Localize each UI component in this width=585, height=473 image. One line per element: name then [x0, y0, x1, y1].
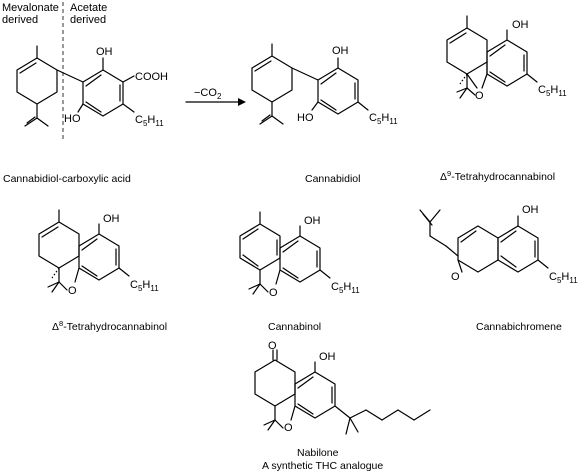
caption-nabilone: Nabilone: [297, 447, 339, 459]
cbc-o: O: [451, 271, 460, 283]
captions: Cannabidiol-carboxylic acid Cannabidiol …: [3, 169, 562, 472]
d8-o: O: [68, 285, 77, 297]
caption-cbd: Cannabidiol: [305, 173, 360, 185]
cbda-oh: OH: [96, 46, 113, 58]
caption-d8-thc: Δ8-Tetrahydrocannabinol: [52, 319, 167, 333]
acetate-label: Acetate: [70, 2, 107, 14]
structure-cbd: OH HO C5H11: [251, 43, 398, 126]
nabilone-o: O: [284, 422, 293, 434]
cbn-o: O: [269, 287, 278, 299]
d9-oh: OH: [512, 19, 529, 31]
structure-d9-thc: OH O C5H11: [446, 15, 567, 102]
cbda-pentyl: C5H11: [135, 114, 164, 128]
structure-d8-thc: OH O C5H11: [38, 209, 159, 297]
region-labels: Mevalonate derived Acetate derived: [2, 2, 107, 140]
cbc-oh: OH: [522, 204, 539, 216]
d8-oh: OH: [103, 213, 120, 225]
cbn-oh: OH: [304, 215, 321, 227]
structure-nabilone: O OH O: [254, 340, 431, 435]
acetate-derived-label: derived: [70, 14, 106, 26]
nabilone-oh: OH: [319, 351, 336, 363]
nabilone-o-ketone: O: [268, 340, 277, 352]
mevalonate-derived-label: derived: [2, 14, 38, 26]
cbn-pentyl: C5H11: [331, 281, 360, 295]
structure-cbc: OH O C5H11: [419, 204, 578, 285]
cbda-cooh: COOH: [135, 71, 168, 83]
d8-pentyl: C5H11: [130, 279, 159, 293]
cbc-pentyl: C5H11: [549, 271, 578, 285]
caption-cbn: Cannabinol: [268, 321, 321, 333]
d9-pentyl: C5H11: [538, 84, 567, 98]
cbd-ho: HO: [297, 112, 314, 124]
caption-nabilone-subtitle: A synthetic THC analogue: [262, 460, 383, 472]
structure-cbda: OH COOH HO C5H11: [16, 45, 168, 128]
mevalonate-label: Mevalonate: [2, 2, 59, 14]
cbd-pentyl: C5H11: [369, 112, 398, 126]
caption-cbda: Cannabidiol-carboxylic acid: [3, 173, 131, 185]
caption-cbc: Cannabichromene: [476, 321, 562, 333]
d9-o: O: [475, 90, 484, 102]
cbda-ho: HO: [64, 113, 81, 125]
structure-cbn: OH O C5H11: [239, 211, 360, 299]
cbd-oh: OH: [332, 45, 349, 57]
arrow-label: −CO2: [194, 87, 222, 101]
reaction-arrow: −CO2: [185, 87, 246, 106]
caption-d9-thc: Δ9-Tetrahydrocannabinol: [440, 169, 555, 183]
